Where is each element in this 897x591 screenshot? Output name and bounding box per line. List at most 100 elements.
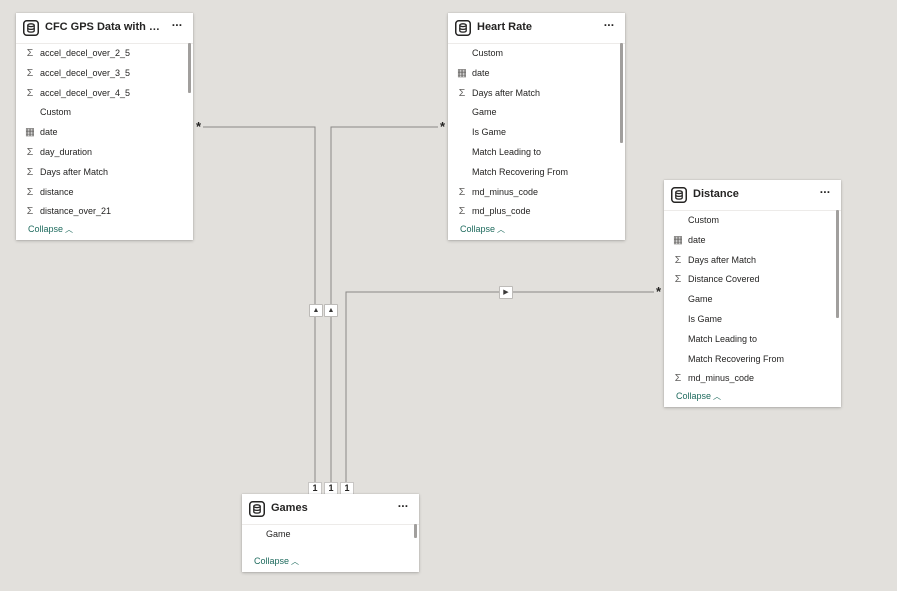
field-label: Game — [266, 529, 291, 539]
collapse-link[interactable]: Collapse︿ — [676, 391, 722, 401]
field-label: distance — [40, 186, 74, 197]
cross-filter-direction-heartrate[interactable]: ▲ — [324, 304, 338, 317]
field-label: accel_decel_over_4_5 — [40, 87, 131, 98]
field-row[interactable]: Game — [242, 525, 419, 545]
field-label: Custom — [40, 107, 72, 118]
field-label: Custom — [688, 215, 720, 225]
table-icon — [455, 20, 471, 36]
field-row[interactable]: Match Leading to — [664, 330, 841, 350]
field-row[interactable]: Match Recovering From — [664, 350, 841, 370]
table-icon — [671, 187, 687, 203]
field-label: md_minus_code — [472, 186, 539, 197]
scrollbar[interactable] — [414, 524, 417, 538]
collapse-link[interactable]: Collapse︿ — [460, 224, 506, 234]
sigma-icon: Σ — [26, 205, 34, 218]
scrollbar[interactable] — [620, 43, 623, 143]
cross-filter-direction-distance[interactable]: ▶ — [499, 286, 513, 299]
field-row[interactable]: Is Game — [664, 310, 841, 330]
field-row[interactable]: ▦ date — [448, 64, 625, 84]
more-options-icon[interactable]: ··· — [603, 18, 615, 32]
table-title: Heart Rate — [477, 21, 533, 33]
field-row[interactable]: Custom — [16, 103, 193, 123]
field-row[interactable]: Match Recovering From — [448, 163, 625, 183]
table-header[interactable]: Games ··· — [242, 494, 419, 525]
sigma-icon: Σ — [674, 273, 682, 286]
table-icon — [249, 501, 265, 517]
field-label: Match Leading to — [472, 146, 542, 157]
field-label: accel_decel_over_2_5 — [40, 48, 131, 58]
sigma-icon: Σ — [26, 86, 34, 99]
field-row[interactable]: Game — [664, 290, 841, 310]
field-label: accel_decel_over_3_5 — [40, 67, 131, 78]
field-label: Game — [688, 294, 713, 305]
table-title: Distance — [693, 188, 739, 200]
field-label: Match Recovering From — [688, 353, 785, 364]
sigma-icon: Σ — [458, 86, 466, 99]
field-label: Match Leading to — [688, 333, 758, 344]
field-row[interactable]: Custom — [664, 211, 841, 231]
relationship-line-cfc-games — [203, 126, 316, 489]
field-row[interactable]: ▦ date — [16, 123, 193, 143]
table-header[interactable]: Distance ··· — [664, 180, 841, 211]
field-row[interactable]: Match Leading to — [448, 143, 625, 163]
many-marker-distance: * — [654, 284, 663, 299]
sigma-icon: Σ — [26, 47, 34, 59]
scrollbar[interactable] — [836, 210, 839, 318]
more-options-icon[interactable]: ··· — [819, 185, 831, 199]
calendar-icon: ▦ — [457, 66, 467, 79]
chevron-up-icon: ︿ — [713, 392, 722, 401]
collapse-link[interactable]: Collapse︿ — [254, 556, 300, 566]
field-label: Is Game — [472, 127, 507, 138]
relationship-line-distance-games — [345, 291, 655, 489]
field-label: date — [472, 67, 490, 78]
calendar-icon: ▦ — [25, 126, 35, 139]
field-row[interactable]: Is Game — [448, 123, 625, 143]
sigma-icon: Σ — [674, 372, 682, 385]
table-header[interactable]: Heart Rate ··· — [448, 13, 625, 44]
table-header[interactable]: CFC GPS Data with club... ··· — [16, 13, 193, 44]
sigma-icon: Σ — [26, 185, 34, 198]
more-options-icon[interactable]: ··· — [397, 499, 409, 513]
field-label: md_minus_code — [688, 373, 755, 384]
collapse-link[interactable]: Collapse︿ — [28, 224, 74, 234]
many-marker-heartrate: * — [438, 119, 447, 134]
field-row[interactable]: Custom — [448, 44, 625, 64]
chevron-up-icon: ︿ — [65, 225, 74, 234]
field-row[interactable]: ▦date — [664, 231, 841, 251]
more-options-icon[interactable]: ··· — [171, 18, 183, 32]
chevron-up-icon: ︿ — [291, 557, 300, 566]
cross-filter-direction-cfc[interactable]: ▲ — [309, 304, 323, 317]
table-title: Games — [271, 502, 308, 514]
field-label: Distance Covered — [688, 274, 760, 285]
table-card-games[interactable]: Games ··· Game Collapse︿ — [242, 494, 419, 572]
field-label: date — [40, 127, 58, 138]
field-row[interactable]: Σ Distance Covered — [664, 270, 841, 290]
field-row[interactable]: Game — [448, 103, 625, 123]
sigma-icon: Σ — [458, 185, 466, 198]
scrollbar[interactable] — [188, 43, 191, 93]
field-label: date — [688, 234, 706, 245]
sigma-icon: Σ — [26, 145, 34, 158]
sigma-icon: Σ — [26, 66, 34, 79]
chevron-up-icon: ︿ — [497, 225, 506, 234]
field-label: Match Recovering From — [472, 166, 569, 177]
table-card-cfc-gps[interactable]: CFC GPS Data with club... ··· Σaccel_dec… — [16, 13, 193, 240]
